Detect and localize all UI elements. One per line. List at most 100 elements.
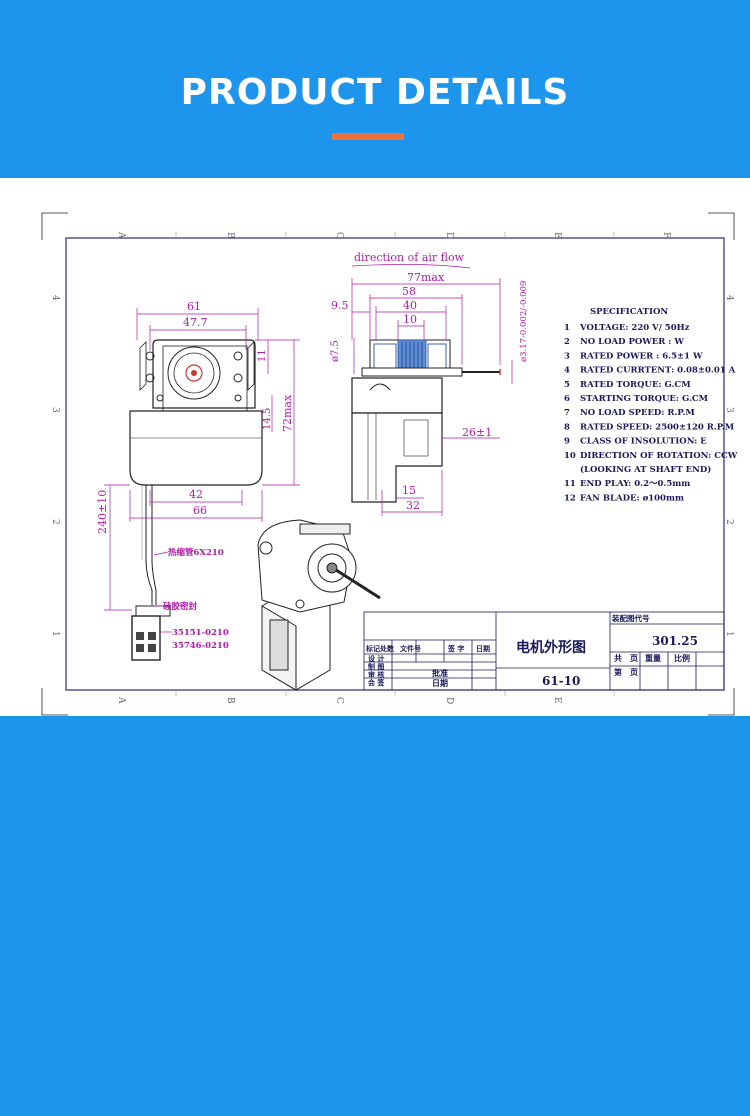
seal-label: 硅胶密封 xyxy=(163,601,198,612)
dim-15: 15 xyxy=(402,484,416,497)
grid-tick-marks xyxy=(175,232,615,696)
grid-col-C: C xyxy=(334,232,344,239)
grid-row-labels: 4 3 2 1 4 3 2 1 xyxy=(50,295,734,637)
grid-col-C: C xyxy=(334,697,344,704)
dim-dia-7-5: ø7.5 xyxy=(330,340,341,362)
spec-row-text: RATED TORQUE: G.CM xyxy=(580,380,691,390)
title-block-text: 装配图代号 301.25 电机外形图 61-10 标记处数文件号签 字日期 设 … xyxy=(365,613,698,688)
spec-row-text: NO LOAD POWER : W xyxy=(580,337,684,347)
spec-rows: 1 VOLTAGE: 220 V/ 50Hz 2 NO LOAD POWER : W 3… xyxy=(564,323,738,503)
technical-drawing-panel: A B C D E F A B C D E 4 3 2 1 4 3 2 1 xyxy=(0,178,750,716)
connector-label-1: 35151-0210 xyxy=(172,628,229,638)
drawing-number: 61-10 xyxy=(542,674,580,688)
spec-row-number: 3 xyxy=(564,351,570,361)
drawing-code-label: 装配图代号 xyxy=(611,613,650,623)
side-view xyxy=(351,339,501,503)
page-title: PRODUCT DETAILS xyxy=(180,72,570,113)
dim-32: 32 xyxy=(406,499,420,512)
connector-label-2: 35746-0210 xyxy=(172,641,229,651)
title-block xyxy=(363,611,725,691)
date-label: 日期 xyxy=(432,678,448,688)
spec-row-number: 1 xyxy=(564,323,570,333)
grid-col-E: E xyxy=(552,232,562,239)
spec-row-text: CLASS OF INSOLUTION: E xyxy=(580,437,707,447)
approve-label: 批准 xyxy=(432,668,448,678)
spec-row-text: DIRECTION OF ROTATION: CCW xyxy=(580,451,738,461)
title-block-row-label: 会 签 xyxy=(368,678,385,687)
title-block-column-label: 日期 xyxy=(476,644,490,653)
spec-row-number: 8 xyxy=(564,422,570,432)
grid-column-labels: A B C D E F A B C D E xyxy=(116,231,671,704)
spec-row-text: END PLAY: 0.2～0.5mm xyxy=(580,479,690,489)
grid-col-B: B xyxy=(225,232,235,239)
title-block-column-label: 处数 xyxy=(379,644,395,653)
dim-40: 40 xyxy=(403,299,417,312)
scale-label: 比例 xyxy=(674,653,690,663)
side-dimension-lines xyxy=(351,264,513,516)
title-accent-bar xyxy=(332,133,404,140)
grid-col-A: A xyxy=(116,231,126,239)
spec-row-text: RATED POWER : 6.5±1 W xyxy=(580,351,703,361)
title-block-row-label: 设 计 xyxy=(368,654,384,663)
motor-perspective-sketch xyxy=(257,519,381,691)
sheet-no-unit: 页 xyxy=(630,667,638,677)
spec-row-number: 2 xyxy=(564,337,570,347)
weight-label: 重量 xyxy=(645,653,661,663)
spec-title: SPECIFICATION xyxy=(590,307,668,317)
spec-row-text: RATED CURRTENT: 0.08±0.01 A xyxy=(580,366,736,376)
dim-58: 58 xyxy=(402,285,416,298)
grid-row-3: 3 xyxy=(50,407,60,413)
dim-61: 61 xyxy=(187,300,201,313)
grid-col-B: B xyxy=(225,697,235,704)
sleeve-label: 热缩管6X210 xyxy=(168,547,224,558)
spec-row-text: RATED SPEED: 2500±120 R.P.M xyxy=(580,422,735,432)
grid-row-2: 2 xyxy=(50,519,60,525)
spec-row-number: 12 xyxy=(564,493,576,503)
sheet-total-label: 共 xyxy=(614,653,622,663)
title-block-column-label: 标记 xyxy=(365,644,380,653)
dim-shaft-diameter: ø3.17-0.002/-0.009 xyxy=(519,281,529,362)
side-dimension-text: direction of air flow 77max 58 9.5 40 10… xyxy=(330,251,529,512)
dim-47-7: 47.7 xyxy=(183,316,208,329)
dim-72max: 72max xyxy=(281,394,294,432)
spec-row-number: 11 xyxy=(564,479,576,489)
grid-col-D: D xyxy=(444,232,454,239)
spec-row-number: 6 xyxy=(564,394,570,404)
grid-row-1: 1 xyxy=(50,631,60,637)
frame-corners xyxy=(41,212,735,716)
spec-row-text: VOLTAGE: 220 V/ 50Hz xyxy=(579,323,690,333)
dim-66: 66 xyxy=(193,504,207,517)
grid-row-3: 3 xyxy=(724,407,734,413)
spec-row-number: 7 xyxy=(564,408,570,418)
grid-col-D: D xyxy=(444,697,454,704)
sheet-no-label: 第 xyxy=(614,667,622,677)
grid-col-A: A xyxy=(116,696,126,704)
grid-col-E: E xyxy=(552,697,562,704)
grid-row-2: 2 xyxy=(724,519,734,525)
title-block-row-label: 制 图 xyxy=(368,662,384,671)
dim-9-5: 9.5 xyxy=(331,299,349,312)
spec-row-text: NO LOAD SPEED: R.P.M xyxy=(580,408,695,418)
airflow-label: direction of air flow xyxy=(354,251,465,264)
dim-14-5: 14.5 xyxy=(262,408,273,430)
sheet-total-unit: 页 xyxy=(630,653,638,663)
dim-77max: 77max xyxy=(407,271,445,284)
header-banner: PRODUCT DETAILS xyxy=(0,0,750,178)
front-dimension-lines xyxy=(104,308,300,611)
grid-row-4: 4 xyxy=(724,295,734,301)
front-dimension-text: 61 47.7 11 14.5 72max 42 66 240±10 xyxy=(96,300,294,534)
title-block-columns: 标记处数文件号 签 字 日期 xyxy=(365,644,490,653)
title-block-column-label: 文件号 xyxy=(400,644,421,653)
title-block-rows: 设 计制 图审 核会 签 xyxy=(368,654,385,687)
spec-row-text: FAN BLADE: ø100mm xyxy=(580,493,684,503)
grid-row-4: 4 xyxy=(50,295,60,301)
grid-row-1: 1 xyxy=(724,631,734,637)
title-block-row-label: 审 核 xyxy=(368,670,384,679)
spec-row-text: STARTING TORQUE: G.CM xyxy=(580,394,709,404)
dim-26: 26±1 xyxy=(462,426,492,439)
bottom-background xyxy=(0,716,750,1116)
spec-row-number: 9 xyxy=(564,437,570,447)
wire-labels: 热缩管6X210 硅胶密封 35151-0210 35746-0210 xyxy=(153,547,229,651)
motor-outline-drawing: A B C D E F A B C D E 4 3 2 1 4 3 2 1 xyxy=(41,212,738,716)
title-block-column-label: 签 字 xyxy=(447,644,464,653)
